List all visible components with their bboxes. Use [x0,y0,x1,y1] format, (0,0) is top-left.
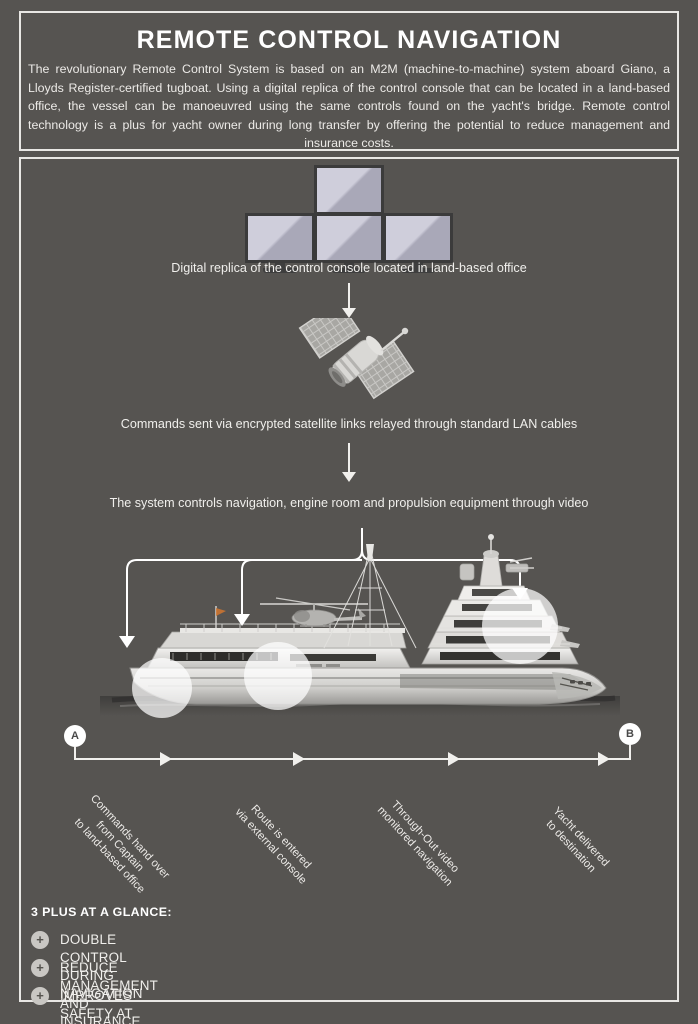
monitor-center-neck [344,263,354,268]
monitor-left-neck [275,263,285,268]
timeline-drop-b [629,745,631,760]
step2-caption: Commands sent via encrypted satellite li… [120,417,578,431]
flow-arrow-2 [342,443,356,483]
page-title: REMOTE CONTROL NAVIGATION [136,26,562,54]
monitor-center [314,213,384,263]
step1-caption: Digital replica of the control console l… [171,261,527,275]
plus-icon: + [31,987,49,1005]
timeline-arrow-2 [293,752,305,766]
timeline-arrow-1 [160,752,172,766]
satellite-illustration [296,300,416,410]
glance-item-label: REDUCE MANAGEMENT AND INSURANCE COSTS [60,960,158,1024]
monitor-top [314,165,384,215]
timeline-arrow-3 [448,752,460,766]
glance-item-label: DOUBLE CONTROL DURING NAVIGATION [60,932,143,1001]
glance-title: 3 PLUS AT A GLANCE: [31,905,172,919]
timeline-drop-a [74,747,76,760]
step3-caption: The system controls navigation, engine r… [109,496,589,510]
glance-item-label: IMPROVES SAFETY AT SEA (THE TRAFFIC MANA… [60,988,133,1021]
helicopter [260,597,368,627]
timeline-marker-b: B [619,723,641,745]
monitor-left [245,213,315,263]
yacht-illustration [100,528,620,733]
monitor-left-base [263,268,297,273]
timeline-axis [75,758,630,760]
monitor-right [383,213,453,263]
monitor-group [0,165,698,273]
plus-icon: + [31,931,49,949]
timeline-arrow-4 [598,752,610,766]
plus-icon: + [31,959,49,977]
header-frame [19,11,679,151]
monitor-right-base [401,268,435,273]
body-frame-top-rule [19,157,679,159]
monitor-right-neck [413,263,423,268]
timeline: A B Commands hand over from Captain to l… [0,715,698,896]
flow-arrow-1 [342,283,356,318]
monitor-center-base [332,268,366,273]
body-frame [19,157,679,1002]
timeline-marker-a: A [64,725,86,747]
intro-paragraph: The revolutionary Remote Control System … [28,62,670,150]
